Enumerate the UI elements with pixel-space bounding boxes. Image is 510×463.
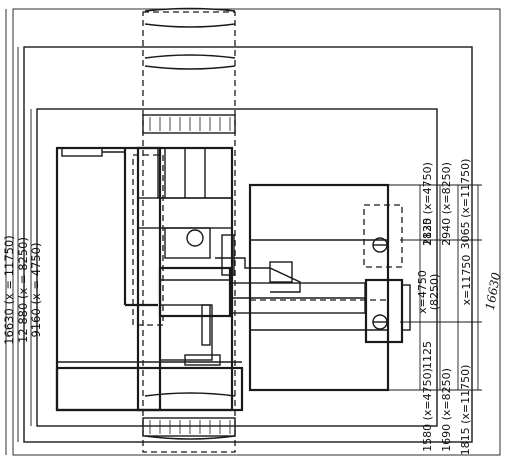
right-mid-dim-2: (8250) [428, 274, 441, 311]
right-bottom-dim-1: 1125 [421, 341, 434, 369]
outer-envelope [12, 8, 501, 456]
right-bottom-dim-3: 1690 (x=8250) [440, 368, 453, 452]
right-top-dim-2: 2830 (x=4750) [421, 162, 434, 246]
spindle-motor [164, 227, 235, 276]
bed-lower-section [55, 304, 244, 412]
magazine-bottom [364, 278, 411, 344]
magazine-top [363, 204, 403, 268]
overall-dim-outer: 16630 (x = 11750) [2, 235, 16, 345]
work-table [248, 183, 390, 392]
right-bottom-dim-2: 1580 (x=4750) [421, 368, 434, 452]
spindle-head [158, 257, 366, 318]
column-travel-outline [142, 7, 236, 453]
dimension-lines-right [388, 184, 482, 391]
right-mid-dim-1: x=4750 [416, 270, 429, 314]
rotary-table-top [142, 114, 236, 134]
right-bottom-dim-4: 1815 (x=11750) [459, 365, 472, 456]
overall-dim-inner: 9160 (x = 4750) [29, 243, 43, 338]
middle-envelope [23, 46, 473, 443]
right-top-dim-3: 2940 (x=8250) [440, 162, 453, 246]
right-top-dim-4: 3065 (x=11750) [459, 159, 472, 250]
handwritten-note: 16630 [483, 271, 503, 311]
dimension-lines-left [5, 9, 32, 455]
right-top-dim-1: 1125 [421, 218, 434, 246]
machine-bed [55, 146, 234, 412]
right-mid-dim-3: x=11750 [460, 255, 473, 306]
column-body [132, 146, 233, 412]
overall-dim-middle: 12 880 (x = 8250) [16, 237, 30, 343]
rotary-table-bottom [142, 417, 236, 437]
inner-envelope [36, 108, 438, 427]
